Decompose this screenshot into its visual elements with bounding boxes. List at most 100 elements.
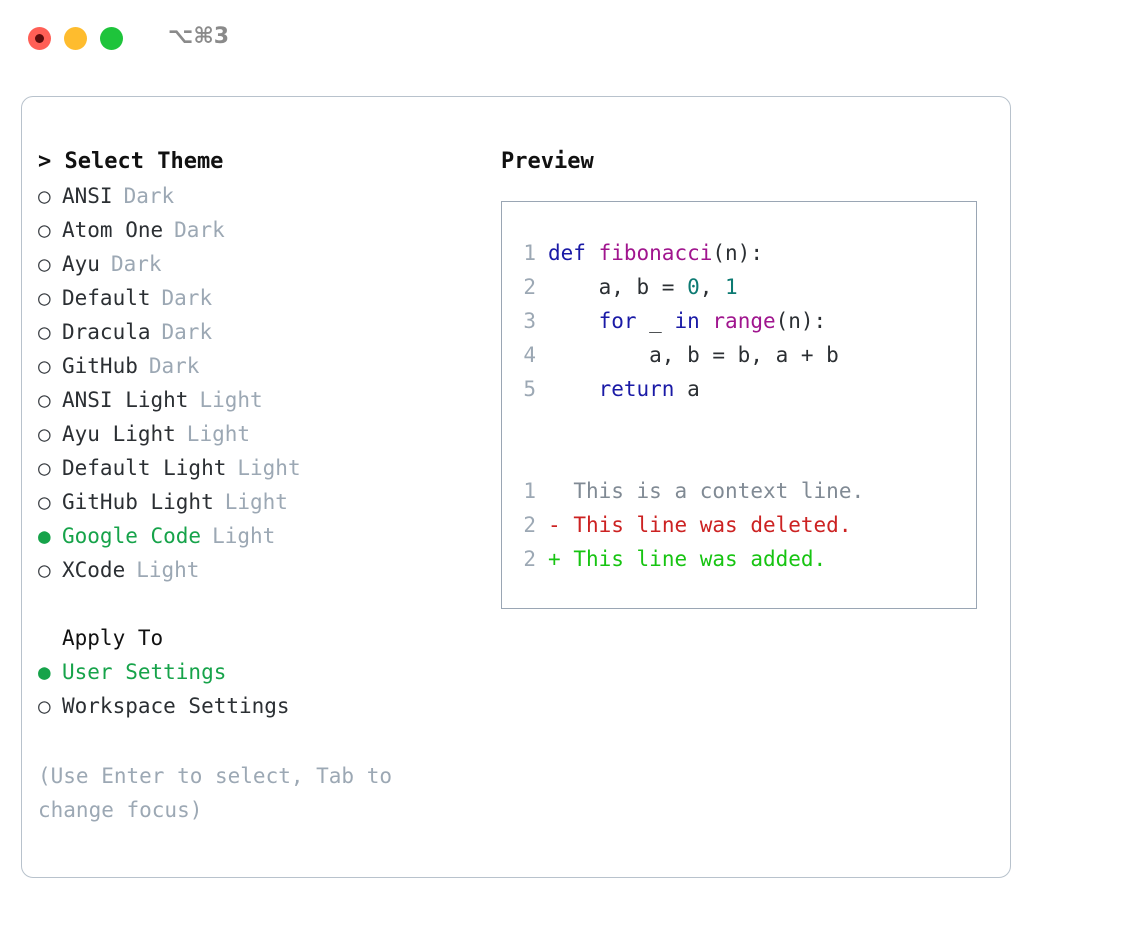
theme-name: XCode (62, 558, 126, 582)
code-token-punc (548, 309, 599, 333)
maximize-button[interactable] (100, 27, 123, 50)
diff-line: 2 + This line was added. (502, 542, 976, 576)
code-line-number: 4 (523, 343, 536, 367)
theme-kind-label: Dark (161, 286, 213, 310)
code-token-fn: fibonacci (598, 241, 713, 265)
code-token-punc (586, 241, 599, 265)
radio-selected-icon: ● (38, 524, 51, 548)
minimize-button[interactable] (64, 27, 87, 50)
code-token-kw: def (548, 241, 586, 265)
apply-to-option-list: ● User Settings ○ Workspace Settings (38, 655, 483, 723)
diff-sign: - (548, 513, 561, 537)
window-titlebar: ⌥⌘3 (0, 0, 1140, 78)
code-token-punc: (n): (712, 241, 763, 265)
code-line-text: for _ in range(n): (548, 304, 827, 338)
radio-unselected-icon: ○ (38, 456, 51, 480)
theme-name: Ayu (62, 252, 100, 276)
close-button[interactable] (28, 27, 51, 50)
code-token-punc (700, 309, 713, 333)
code-line: 3 for _ in range(n): (502, 304, 976, 338)
radio-unselected-icon: ○ (38, 354, 51, 378)
keyboard-shortcut-label: ⌥⌘3 (168, 24, 230, 49)
theme-kind-label: Light (237, 456, 301, 480)
theme-name: Default (62, 286, 151, 310)
apply-to-option-label: Workspace Settings (62, 694, 290, 718)
radio-selected-icon: ● (38, 660, 51, 684)
diff-line-number: 2 (523, 547, 536, 571)
code-line-text: def fibonacci(n): (548, 236, 763, 270)
theme-name: ANSI (62, 184, 113, 208)
code-token-punc: , (699, 275, 726, 299)
apply-to-option-label: User Settings (62, 660, 227, 684)
theme-name: Default Light (62, 456, 227, 480)
theme-list-item[interactable]: ○ Default Light Light (38, 451, 483, 485)
theme-name: GitHub Light (62, 490, 214, 514)
code-line-text: a, b = 0, 1 (548, 270, 738, 304)
code-token-num: 0 (687, 275, 700, 299)
code-token-var: _ (636, 309, 675, 333)
apply-to-option[interactable]: ○ Workspace Settings (38, 689, 483, 723)
theme-list-item[interactable]: ○ Dracula Dark (38, 315, 483, 349)
code-line-text: return a (548, 372, 700, 406)
diff-line-text: This line was deleted. (573, 513, 852, 537)
theme-name: GitHub (62, 354, 138, 378)
code-spacer (502, 406, 976, 440)
keyboard-hint-text: (Use Enter to select, Tab to change focu… (38, 764, 405, 822)
code-token-var: a, b = b, a + b (548, 343, 839, 367)
theme-name: Google Code (62, 524, 202, 548)
theme-kind-label: Dark (148, 354, 200, 378)
code-token-kw: in (674, 309, 700, 333)
diff-line-number: 2 (523, 513, 536, 537)
code-line-number: 2 (523, 275, 536, 299)
theme-name: Dracula (62, 320, 151, 344)
theme-list-item[interactable]: ○ Default Dark (38, 281, 483, 315)
radio-unselected-icon: ○ (38, 388, 51, 412)
code-token-var: a (674, 377, 700, 401)
diff-line-number: 1 (523, 479, 536, 503)
code-line-number: 3 (523, 309, 536, 333)
radio-unselected-icon: ○ (38, 422, 51, 446)
radio-unselected-icon: ○ (38, 184, 51, 208)
diff-line-text: This is a context line. (573, 479, 865, 503)
theme-list-item[interactable]: ○ GitHub Dark (38, 349, 483, 383)
radio-unselected-icon: ○ (38, 490, 51, 514)
diff-gap (561, 508, 574, 542)
theme-name: ANSI Light (62, 388, 189, 412)
diff-line-text: This line was added. (573, 547, 827, 571)
radio-unselected-icon: ○ (38, 320, 51, 344)
theme-kind-label: Light (199, 388, 263, 412)
radio-unselected-icon: ○ (38, 694, 51, 718)
theme-kind-label: Light (224, 490, 288, 514)
code-token-punc: (n): (775, 309, 827, 333)
theme-list-item[interactable]: ○ ANSI Light Light (38, 383, 483, 417)
code-token-punc (548, 377, 599, 401)
code-token-num: 1 (725, 275, 738, 299)
diff-sign (548, 474, 561, 508)
diff-gap (561, 542, 574, 576)
theme-kind-label: Light (186, 422, 251, 446)
theme-list-item[interactable]: ○ GitHub Light Light (38, 485, 483, 519)
diff-line: 2- This line was deleted. (502, 508, 976, 542)
apply-to-option[interactable]: ● User Settings (38, 655, 483, 689)
theme-kind-label: Dark (161, 320, 213, 344)
code-spacer-2 (502, 440, 976, 474)
traffic-light-group (28, 27, 123, 50)
radio-unselected-icon: ○ (38, 286, 51, 310)
diff-sign: + (548, 547, 561, 571)
code-line-text: a, b = b, a + b (548, 338, 839, 372)
theme-kind-label: Light (136, 558, 200, 582)
theme-kind-label: Dark (110, 252, 162, 276)
code-token-kw: for (598, 309, 637, 333)
